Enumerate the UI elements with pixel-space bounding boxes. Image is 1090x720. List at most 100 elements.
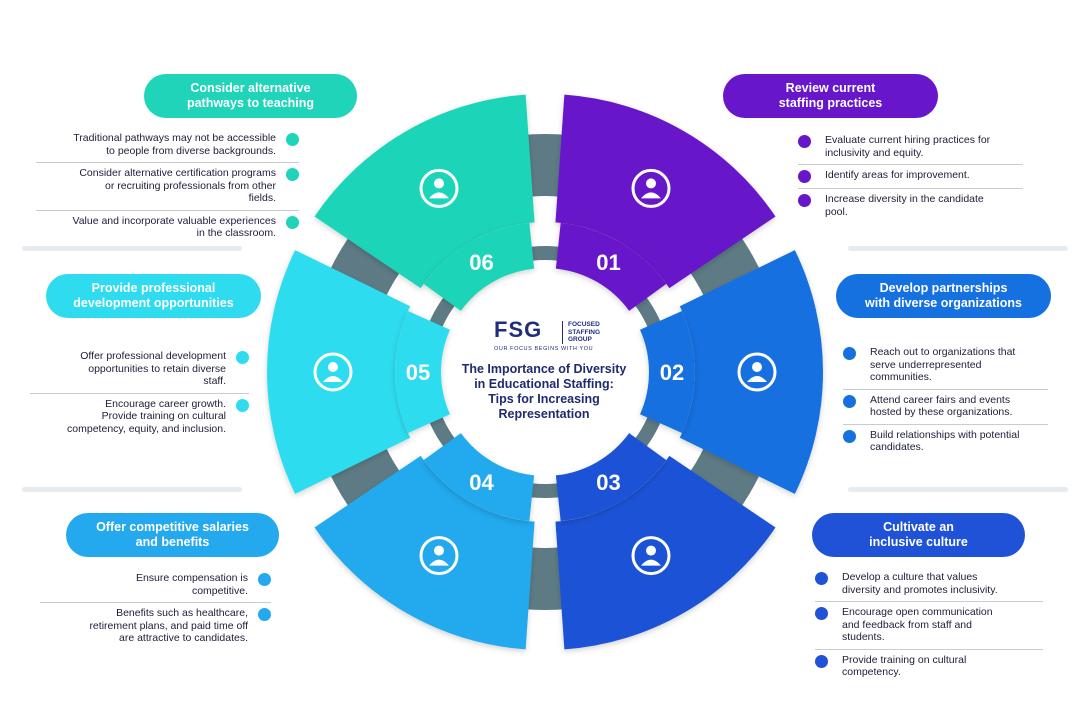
separator-left-top bbox=[22, 246, 242, 251]
step-02-title: Develop partnerships with diverse organi… bbox=[865, 281, 1022, 310]
handshake-icon bbox=[737, 352, 777, 392]
dollar-coins-icon bbox=[419, 536, 459, 576]
dollar-coins-icon-body bbox=[429, 559, 449, 566]
bullet-dot-icon bbox=[798, 170, 811, 183]
step-03-title-pill: Cultivate an inclusive culture bbox=[812, 513, 1025, 557]
handshake-icon-ring bbox=[737, 352, 777, 392]
list-item: Increase diversity in the candidate pool… bbox=[798, 189, 1023, 223]
separator-left-bottom bbox=[22, 487, 242, 492]
bullet-dot-icon bbox=[798, 194, 811, 207]
teacher-board-icon-body bbox=[429, 192, 449, 199]
list-item: Benefits such as healthcare, retirement … bbox=[40, 603, 271, 650]
team-shield-check-icon bbox=[631, 168, 671, 208]
people-cycle-icon bbox=[631, 536, 671, 576]
logo-letters: FSG bbox=[494, 317, 543, 342]
inner-segment-01 bbox=[555, 222, 667, 311]
dollar-coins-icon-head bbox=[434, 545, 444, 556]
inner-segment-02 bbox=[640, 310, 695, 434]
bullet-dot-icon bbox=[843, 347, 856, 360]
step-03-bullets: Develop a culture that values diversity … bbox=[815, 567, 1043, 684]
list-item: Evaluate current hiring practices for in… bbox=[798, 130, 1023, 165]
inner-segment-06 bbox=[423, 222, 535, 311]
list-item: Build relationships with potential candi… bbox=[843, 425, 1048, 459]
outer-segment-02 bbox=[679, 250, 823, 494]
list-item: Identify areas for improvement. bbox=[798, 165, 1023, 189]
bullet-dot-icon bbox=[258, 573, 271, 586]
team-shield-check-icon-head bbox=[646, 178, 656, 189]
step-04-title: Offer competitive salaries and benefits bbox=[96, 520, 249, 549]
bullet-dot-icon bbox=[798, 135, 811, 148]
list-item: Reach out to organizations that serve un… bbox=[843, 342, 1048, 390]
bullet-dot-icon bbox=[236, 398, 249, 412]
list-item: Traditional pathways may not be accessib… bbox=[36, 128, 299, 163]
step-number-05: 05 bbox=[406, 360, 430, 385]
step-05-title-pill: Provide professional development opportu… bbox=[46, 274, 261, 318]
step-06-title-pill: Consider alternative pathways to teachin… bbox=[144, 74, 357, 118]
step-01-title: Review current staffing practices bbox=[778, 81, 883, 110]
step-06-bullets: Traditional pathways may not be accessib… bbox=[36, 128, 299, 245]
bullet-dot-icon bbox=[843, 429, 856, 443]
step-03-title: Cultivate an inclusive culture bbox=[869, 520, 968, 549]
handshake-icon-head bbox=[752, 362, 762, 372]
outer-segment-01 bbox=[555, 94, 776, 289]
step-05-title: Provide professional development opportu… bbox=[73, 281, 234, 310]
step-01-title-pill: Review current staffing practices bbox=[723, 74, 938, 118]
list-item: Encourage open communication and feedbac… bbox=[815, 602, 1043, 650]
people-cycle-icon-ring bbox=[631, 536, 671, 576]
teacher-board-icon-ring bbox=[419, 168, 459, 208]
outer-segment-04 bbox=[314, 455, 535, 650]
step-04-bullets: Ensure compensation is competitive. Bene… bbox=[40, 568, 271, 650]
step-06-title: Consider alternative pathways to teachin… bbox=[186, 81, 315, 110]
list-item: Encourage career growth. Provide trainin… bbox=[30, 394, 249, 441]
bullet-dot-icon bbox=[286, 133, 299, 146]
outer-segment-05 bbox=[267, 250, 411, 494]
list-item: Develop a culture that values diversity … bbox=[815, 567, 1043, 602]
step-02-bullets: Reach out to organizations that serve un… bbox=[843, 342, 1048, 459]
professional-gear-icon-ring bbox=[313, 352, 353, 392]
people-cycle-icon-head bbox=[646, 545, 656, 556]
inner-segment-04 bbox=[423, 433, 535, 522]
team-shield-check-icon-body bbox=[641, 192, 661, 199]
step-number-04: 04 bbox=[469, 470, 494, 495]
list-item: Consider alternative certification progr… bbox=[36, 163, 299, 211]
bullet-dot-icon bbox=[815, 607, 828, 620]
bullet-dot-icon bbox=[815, 572, 828, 585]
separator-right-top bbox=[848, 246, 1068, 251]
dollar-coins-icon-ring bbox=[419, 536, 459, 576]
outer-segment-03 bbox=[555, 455, 776, 650]
bullet-dot-icon bbox=[286, 168, 299, 181]
handshake-icon-body bbox=[747, 376, 767, 382]
fsg-logo: FSG FOCUSED STAFFING GROUP OUR FOCUS BEG… bbox=[494, 317, 604, 357]
step-number-03: 03 bbox=[596, 470, 620, 495]
bullet-dot-icon bbox=[236, 351, 249, 364]
inner-segment-03 bbox=[555, 433, 667, 522]
teacher-board-icon-head bbox=[434, 178, 444, 189]
list-item: Attend career fairs and events hosted by… bbox=[843, 390, 1048, 425]
center-title: The Importance of Diversity in Education… bbox=[461, 362, 627, 421]
outer-segment-06 bbox=[314, 94, 535, 289]
professional-gear-icon-head bbox=[328, 362, 338, 372]
separator-right-bottom bbox=[848, 487, 1068, 492]
list-item: Offer professional development opportuni… bbox=[30, 346, 249, 394]
professional-gear-icon-body bbox=[323, 376, 343, 382]
center-disc bbox=[449, 276, 641, 468]
step-number-02: 02 bbox=[660, 360, 684, 385]
bullet-dot-icon bbox=[843, 394, 856, 408]
list-item: Provide training on cultural competency. bbox=[815, 650, 1043, 684]
step-number-01: 01 bbox=[596, 250, 620, 275]
professional-gear-icon bbox=[313, 352, 353, 392]
team-shield-check-icon-ring bbox=[631, 168, 671, 208]
people-cycle-icon-body bbox=[641, 559, 661, 566]
step-number-06: 06 bbox=[469, 250, 493, 275]
list-item: Value and incorporate valuable experienc… bbox=[36, 211, 299, 245]
logo-company-name: FOCUSED STAFFING GROUP bbox=[562, 321, 600, 344]
step-04-title-pill: Offer competitive salaries and benefits bbox=[66, 513, 279, 557]
list-item: Ensure compensation is competitive. bbox=[40, 568, 271, 603]
step-02-title-pill: Develop partnerships with diverse organi… bbox=[836, 274, 1051, 318]
teacher-board-icon bbox=[419, 168, 459, 208]
logo-tagline: OUR FOCUS BEGINS WITH YOU bbox=[494, 346, 594, 352]
step-05-bullets: Offer professional development opportuni… bbox=[30, 346, 249, 440]
step-01-bullets: Evaluate current hiring practices for in… bbox=[798, 130, 1023, 223]
bullet-dot-icon bbox=[815, 654, 828, 668]
